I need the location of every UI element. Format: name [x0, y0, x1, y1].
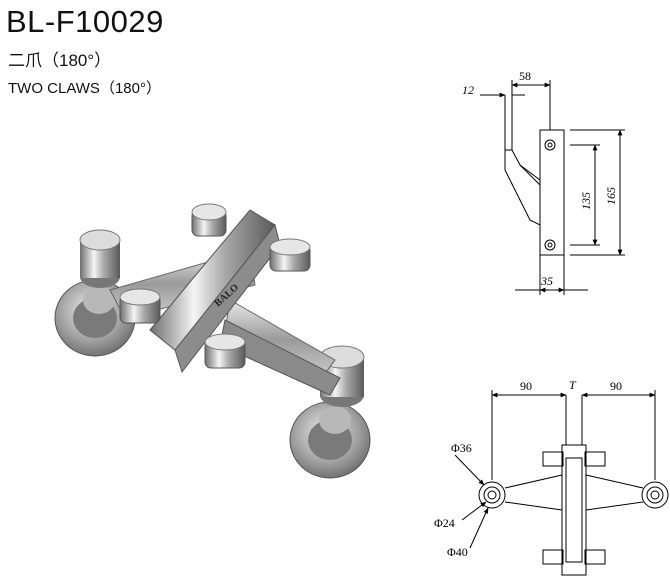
subtitle-chinese: 二爪（180°）: [8, 51, 112, 70]
top-hole: [544, 139, 556, 151]
dim-phi36: Φ36: [451, 441, 472, 455]
dim-165: 165: [604, 187, 618, 205]
bottom-hole: [544, 239, 556, 251]
bolts: [119, 203, 311, 369]
product-photo: BALO: [54, 203, 371, 479]
dim-12: 12: [462, 83, 474, 97]
dim-35: 35: [540, 274, 553, 288]
dim-135: 135: [579, 192, 593, 210]
front-view-drawing: [454, 390, 669, 576]
model-title: BL-F10029: [6, 4, 164, 39]
left-disc: [478, 481, 506, 509]
center-plate: BALO: [149, 209, 281, 374]
top-arm: [504, 95, 513, 151]
dim-thickness: T: [569, 378, 577, 392]
left-routel-fitting: [54, 229, 136, 357]
dim-58: 58: [519, 69, 531, 83]
dim-right-90: 90: [610, 379, 622, 393]
subtitle-english: TWO CLAWS（180°）: [8, 80, 161, 97]
dim-left-90: 90: [520, 379, 532, 393]
side-plate: [539, 129, 565, 256]
right-disc: [641, 481, 669, 509]
dim-phi40: Φ40: [447, 545, 468, 559]
side-view-drawing: [480, 80, 625, 295]
dim-phi24: Φ24: [434, 516, 455, 530]
